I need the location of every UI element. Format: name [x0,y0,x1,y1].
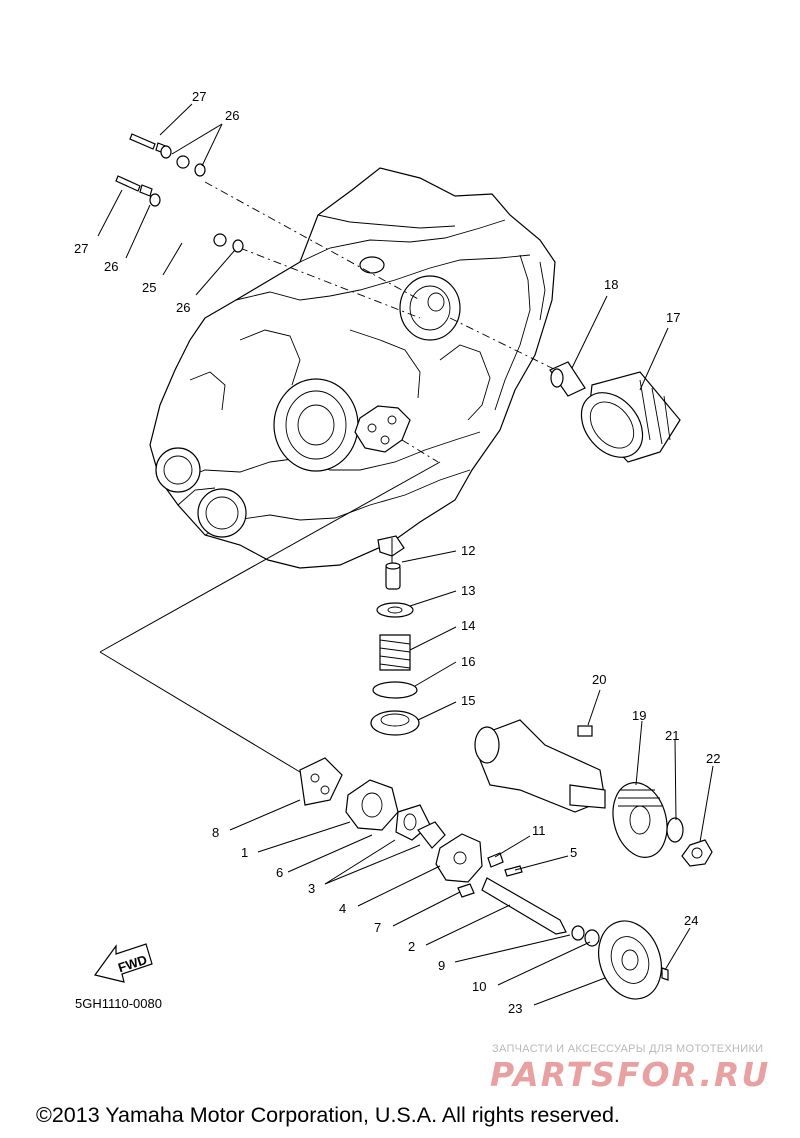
fwd-arrow: FWD [93,943,153,983]
callout-numbers: 27 26 27 26 25 26 18 17 12 13 14 16 15 2… [74,89,720,1016]
callout-26: 26 [176,300,190,315]
shaft-gear-assembly [474,719,713,867]
oil-pump-assembly [299,757,669,1000]
callout-17: 17 [666,310,680,325]
callout-26: 26 [104,259,118,274]
callout-3: 3 [308,881,315,896]
callout-24: 24 [684,913,698,928]
copyright-notice: ©2013 Yamaha Motor Corporation, U.S.A. A… [36,1103,620,1127]
callout-15: 15 [461,693,475,708]
callout-12: 12 [461,543,475,558]
callout-22: 22 [706,751,720,766]
callout-8: 8 [212,825,219,840]
callout-25: 25 [142,280,156,295]
callout-27: 27 [74,241,88,256]
callout-11: 11 [532,823,546,838]
callout-26: 26 [225,108,239,123]
callout-16: 16 [461,654,475,669]
oil-pipe-assembly [115,133,244,253]
callout-4: 4 [339,901,346,916]
callout-19: 19 [632,708,646,723]
callout-leaders [97,103,714,1006]
callout-9: 9 [438,958,445,973]
callout-10: 10 [472,979,486,994]
watermark-subtitle: ЗАПЧАСТИ И АКСЕССУАРЫ ДЛЯ МОТОТЕХНИКИ [492,1043,764,1055]
watermark-logo-text: PARTSFOR.RU [490,1055,770,1093]
callout-20: 20 [592,672,606,687]
callout-18: 18 [604,277,618,292]
relief-valve-stack [370,562,420,736]
callout-6: 6 [276,865,283,880]
callout-13: 13 [461,583,475,598]
callout-14: 14 [461,618,475,633]
oil-filter-assembly [549,361,681,463]
crankcase-illustration [149,167,556,569]
callout-23: 23 [508,1001,522,1016]
callout-21: 21 [665,728,679,743]
assembly-lines [99,181,561,773]
callout-2: 2 [408,939,415,954]
callout-27: 27 [192,89,206,104]
callout-1: 1 [241,845,248,860]
callout-7: 7 [374,920,381,935]
diagram-code: 5GH1110-0080 [75,996,162,1011]
callout-5: 5 [570,845,577,860]
watermark-logo: PARTSFOR.RU [490,1055,770,1093]
